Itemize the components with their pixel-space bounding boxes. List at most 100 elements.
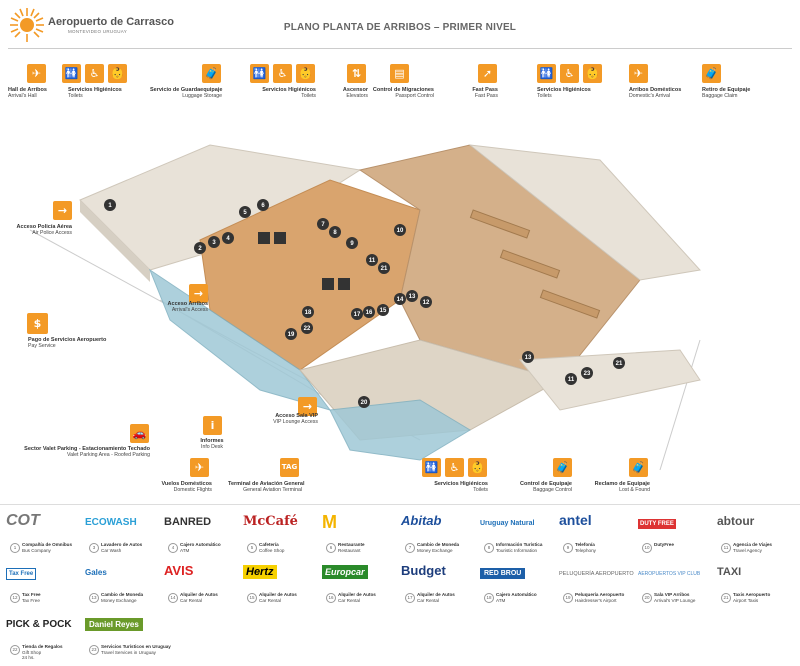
map-marker-6[interactable]: 6 <box>257 199 269 211</box>
svg-text:20: 20 <box>361 400 368 406</box>
map-marker-9[interactable]: 9 <box>346 237 358 249</box>
legend-logo: DUTY FREE <box>638 519 676 529</box>
legend-divider <box>0 504 800 505</box>
legend-number: 20 <box>642 593 652 603</box>
map-marker-21[interactable]: 21 <box>378 262 390 274</box>
map-marker-3[interactable]: 3 <box>208 236 220 248</box>
map-marker-15[interactable]: 15 <box>377 304 389 316</box>
map-marker-2[interactable]: 2 <box>194 242 206 254</box>
svg-text:6: 6 <box>261 203 265 209</box>
map-marker-11[interactable]: 11 <box>366 254 378 266</box>
svg-text:3: 3 <box>212 240 216 246</box>
legend-logo: Hertz <box>243 562 333 590</box>
accessible-toilet-icon: ♿ <box>445 458 464 477</box>
map-marker-7[interactable]: 7 <box>317 218 329 230</box>
map-marker-13[interactable]: 13 <box>522 351 534 363</box>
map-marker-20[interactable]: 20 <box>358 396 370 408</box>
baby-change-icon: 👶 <box>468 458 487 477</box>
legend-label: DutyFree <box>654 542 674 547</box>
baggage-claim-icon: 🧳 <box>702 64 721 83</box>
legend-number: 14 <box>168 593 178 603</box>
map-marker-1[interactable]: 1 <box>104 199 116 211</box>
fast-pass-icon: ➚ <box>478 64 497 83</box>
map-marker-17[interactable]: 17 <box>351 308 363 320</box>
elevator-icon: ⇅ <box>347 64 366 83</box>
domestic-arrival-icon: ✈ <box>629 64 648 83</box>
legend-number: 15 <box>247 593 257 603</box>
map-marker-8[interactable]: 8 <box>329 226 341 238</box>
legend-number: 8 <box>484 543 494 553</box>
map-marker-22[interactable]: 22 <box>301 322 313 334</box>
map-marker-18[interactable]: 18 <box>302 306 314 318</box>
legend-logo: AEROPUERTOS VIP CLUB <box>638 571 701 577</box>
legend-number: 23 <box>89 645 99 655</box>
legend-logo: Gales <box>85 568 107 577</box>
arrow-right-icon: → <box>189 284 208 303</box>
map-marker-16[interactable]: 16 <box>363 306 375 318</box>
map-marker-21[interactable]: 21 <box>613 357 625 369</box>
legend-logo: ECOWASH <box>85 517 137 528</box>
baby-change-icon: 👶 <box>296 64 315 83</box>
legend-number: 17 <box>405 593 415 603</box>
toilets-icon: 🚻 <box>250 64 269 83</box>
svg-text:2: 2 <box>198 246 202 252</box>
tag-icon: TAG <box>280 458 299 477</box>
svg-text:13: 13 <box>409 294 416 300</box>
map-marker-14[interactable]: 14 <box>394 293 406 305</box>
legend-number: 5 <box>247 543 257 553</box>
map-marker-10[interactable]: 10 <box>394 224 406 236</box>
map-marker-11[interactable]: 11 <box>565 373 577 385</box>
legend-number: 12 <box>10 593 20 603</box>
legend-logo: antel <box>559 512 592 528</box>
map-marker-23[interactable]: 23 <box>581 367 593 379</box>
map-marker-13[interactable]: 13 <box>406 290 418 302</box>
map-marker-5[interactable]: 5 <box>239 206 251 218</box>
accessible-toilet-icon: ♿ <box>273 64 292 83</box>
legend-number: 3 <box>89 543 99 553</box>
svg-text:12: 12 <box>423 300 430 306</box>
map-marker-12[interactable]: 12 <box>420 296 432 308</box>
legend-logo: Europcar <box>322 562 412 590</box>
legend-logo: Daniel Reyes <box>85 614 175 642</box>
svg-text:10: 10 <box>397 228 404 234</box>
map-marker-19[interactable]: 19 <box>285 328 297 340</box>
page-title: PLANO PLANTA DE ARRIBOS – PRIMER NIVEL <box>283 22 517 33</box>
legend-logo: Uruguay Natural <box>480 520 535 527</box>
toilets-icon: 🚻 <box>422 458 441 477</box>
svg-text:21: 21 <box>381 266 388 272</box>
svg-text:13: 13 <box>525 355 532 361</box>
arrow-right-icon: → <box>53 201 72 220</box>
map-marker-4[interactable]: 4 <box>222 232 234 244</box>
legend-logo: PICK & POCK <box>6 619 72 630</box>
